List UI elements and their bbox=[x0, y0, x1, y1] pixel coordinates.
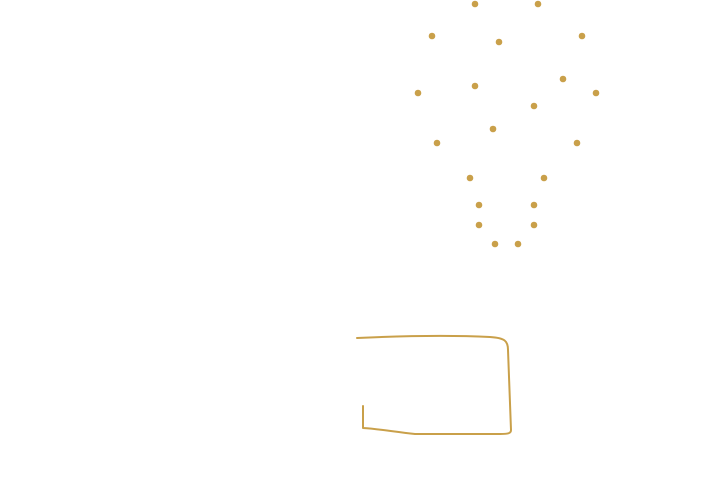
dot bbox=[428, 32, 436, 40]
dot bbox=[491, 240, 499, 248]
dot-pattern bbox=[414, 0, 600, 248]
dot bbox=[573, 139, 581, 147]
dot bbox=[414, 89, 422, 97]
dot bbox=[514, 240, 522, 248]
dot bbox=[559, 75, 567, 83]
dot bbox=[471, 0, 479, 8]
dot bbox=[475, 201, 483, 209]
dot bbox=[578, 32, 586, 40]
dot bbox=[475, 221, 483, 229]
dot bbox=[540, 174, 548, 182]
dot bbox=[433, 139, 441, 147]
dot bbox=[489, 125, 497, 133]
dot bbox=[530, 102, 538, 110]
dot bbox=[592, 89, 600, 97]
dot bbox=[495, 38, 503, 46]
dot bbox=[534, 0, 542, 8]
dot bbox=[530, 221, 538, 229]
dot bbox=[530, 201, 538, 209]
dot bbox=[471, 82, 479, 90]
dot bbox=[466, 174, 474, 182]
hand-drawn-frame bbox=[356, 334, 512, 435]
